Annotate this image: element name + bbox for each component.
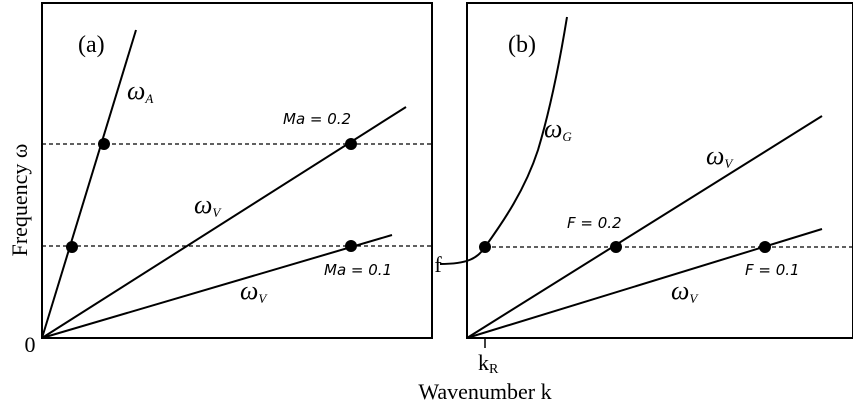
- omega-v-upper-label-b: ωV: [706, 141, 734, 171]
- y-axis-label: Frequency ω: [7, 144, 32, 257]
- kr-label: kR: [478, 350, 499, 377]
- panel-a-dot-v-upper: [345, 138, 357, 150]
- omega-v-lower-label: ωV: [240, 276, 268, 306]
- panel-b-frame: [466, 2, 853, 339]
- omega-v-upper-line-b: [466, 115, 823, 339]
- origin-label: 0: [25, 332, 36, 357]
- panel-a-annotation-lower: Ma = 0.1: [324, 261, 392, 279]
- omega-v-lower-line: [41, 234, 393, 339]
- panel-b-annotation-upper: F = 0.2: [567, 214, 622, 232]
- panel-b: (b) ωG ωV ωV F = 0.2 F = 0.1 f kR: [434, 2, 853, 377]
- panel-b-dot-g: [479, 241, 491, 253]
- omega-g-label: ωG: [544, 114, 572, 144]
- panel-b-dot-v-upper: [610, 241, 622, 253]
- omega-a-label: ωA: [127, 76, 153, 106]
- f-label: f: [434, 252, 442, 277]
- panel-a-dot-a-upper: [98, 138, 110, 150]
- panel-a-dot-a-lower: [66, 241, 78, 253]
- omega-v-lower-label-b: ωV: [671, 276, 699, 306]
- omega-a-curve: [41, 29, 137, 339]
- omega-g-curve: [439, 16, 568, 265]
- panel-a-dot-v-lower: [345, 240, 357, 252]
- panel-a-label: (a): [78, 32, 105, 58]
- panel-a-frame: [41, 2, 433, 339]
- x-axis-label: Wavenumber k: [418, 379, 551, 404]
- panel-b-annotation-lower: F = 0.1: [745, 261, 800, 279]
- panel-b-dot-v-lower: [759, 241, 771, 253]
- panel-a-annotation-upper: Ma = 0.2: [283, 110, 351, 128]
- panel-b-label: (b): [508, 32, 536, 58]
- panel-a: (a) ωA ωV ωV Ma = 0.2 Ma = 0.1: [41, 2, 433, 339]
- omega-v-upper-label: ωV: [194, 190, 222, 220]
